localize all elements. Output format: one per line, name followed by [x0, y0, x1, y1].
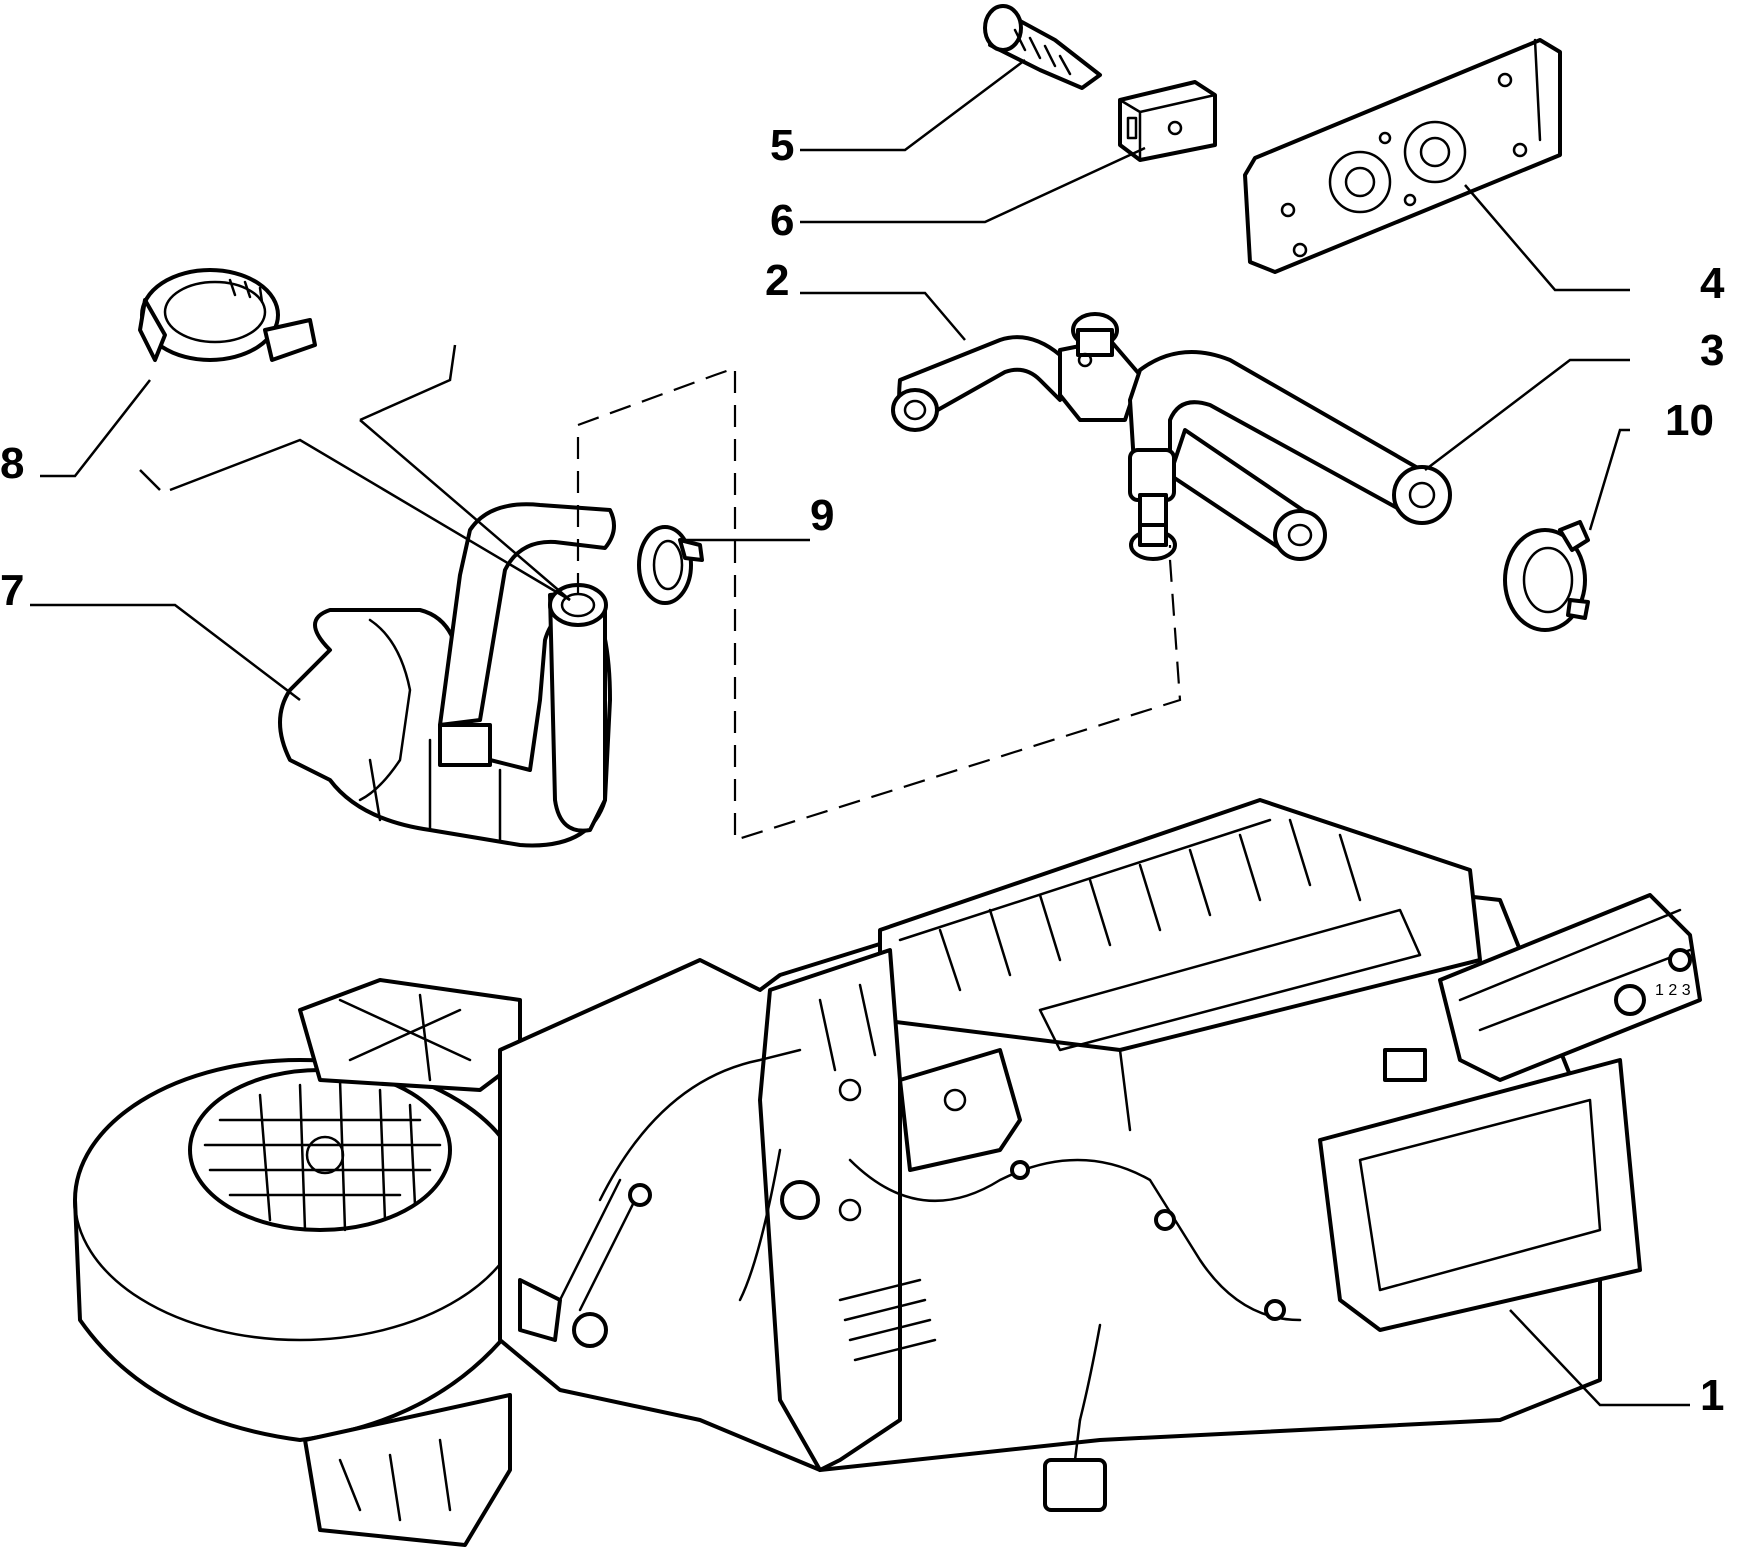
callout-9: 9 — [810, 491, 834, 540]
leader-lines — [30, 59, 1690, 1407]
callout-2: 2 — [765, 256, 789, 305]
part-10-small-clamp — [1503, 520, 1590, 632]
callout-3: 3 — [1700, 326, 1724, 375]
dial-marks: 1 2 3 — [1655, 982, 1691, 999]
part-1-heater-unit: 1 2 3 — [73, 798, 1702, 1547]
callout-labels: 5 6 2 4 3 10 8 9 7 1 — [0, 121, 1725, 1420]
part-4-gasket-plate — [1243, 38, 1562, 274]
callout-10: 10 — [1665, 396, 1714, 445]
callout-5: 5 — [770, 121, 794, 170]
callout-7: 7 — [0, 566, 24, 615]
part-2-3-hose-assembly — [891, 312, 1452, 561]
callout-6: 6 — [770, 196, 794, 245]
part-9-small-clamp — [637, 525, 704, 605]
part-6-clip-nut — [1118, 80, 1217, 162]
part-5-screw — [983, 4, 1102, 90]
part-8-hose-clamp — [138, 268, 317, 362]
callout-4: 4 — [1700, 259, 1725, 308]
callout-1: 1 — [1700, 1371, 1724, 1420]
part-7-hose — [278, 502, 616, 848]
callout-8: 8 — [0, 439, 24, 488]
